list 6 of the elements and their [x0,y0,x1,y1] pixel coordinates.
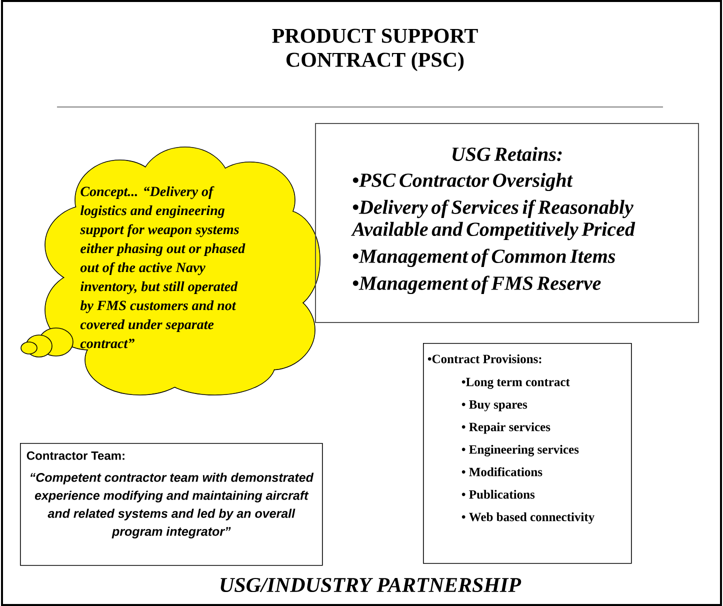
retains-box: USG Retains: •PSC Contractor Oversight •Delivery of Services if Reasonably Available and Competitively Priced •Management of Common Items •Management of FMS Reserve [315,123,699,323]
provisions-box: •Contract Provisions: •Long term contract • Buy spares • Repair services • Engineering services • Modifications • Publications • Web based connectivity [423,343,632,564]
caption: USG/INDUSTRY PARTNERSHIP [220,578,522,592]
thought-cloud: Concept... “Delivery of logistics and engineering support for weapon systems either phasing out or phased out of the active Navy inventory, but still operated by FMS customers and not covered under separate contract” [20,146,320,396]
team-box: Contractor Team: “Competent contractor team with demonstrated experience modifying and maintaining aircraft and related systems and led by an overall program integrator” [20,443,323,566]
title: PRODUCT SUPPORT CONTRACT (PSC) [272,28,478,72]
